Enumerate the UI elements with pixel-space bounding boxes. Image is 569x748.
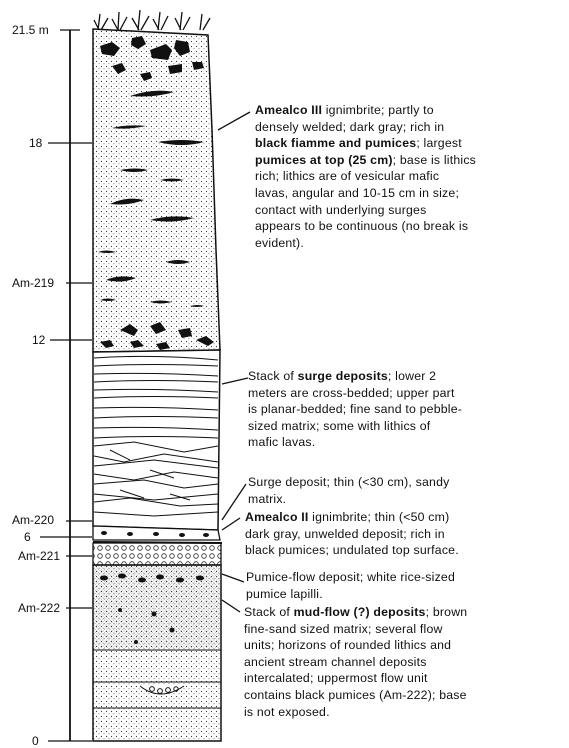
description-thin-surge: Surge deposit; thin (<30 cm), sandy matr… (248, 474, 449, 507)
desc-line: rich; lithics are of vesicular mafic (255, 168, 476, 185)
desc-bold: black fiamme and pumices (255, 136, 416, 150)
scale-label-6: 6 (24, 530, 31, 544)
scale-axis (40, 30, 92, 741)
desc-line: intercalated; uppermost flow unit (244, 670, 467, 687)
desc-line: ancient stream channel deposits (244, 654, 467, 671)
description-amealco-iii: Amealco III ignimbrite; partly to densel… (255, 102, 476, 251)
desc-line: contains black pumices (Am-222); base (244, 687, 467, 704)
desc-line: is not exposed. (244, 704, 467, 721)
sample-label-am221: Am-221 (18, 549, 60, 563)
scale-label-12: 12 (32, 333, 45, 347)
desc-bold: pumices at top (25 cm) (255, 153, 393, 167)
desc-line: units; horizons of rounded lithics and (244, 637, 467, 654)
amealco-iii-title: Amealco III (255, 103, 322, 117)
desc-text: ; base is lithics (393, 153, 476, 167)
desc-line: dark gray, unwelded deposit; rich in (245, 526, 459, 543)
description-mudflow: Stack of mud-flow (?) deposits; brown fi… (244, 604, 467, 720)
desc-line: pumice lapilli. (246, 586, 455, 603)
desc-line: matrix. (248, 491, 449, 508)
amealco-ii-title: Amealco II (245, 510, 309, 524)
description-pumice-flow: Pumice-flow deposit; white rice-sized pu… (246, 569, 455, 602)
desc-line: lavas, angular and 10-15 cm in size; (255, 185, 476, 202)
desc-line: mafic lavas. (248, 434, 462, 451)
surge-deposits-layer (93, 350, 220, 530)
desc-text: ; lower 2 (388, 369, 436, 383)
desc-line: contact with underlying surges (255, 202, 476, 219)
desc-line: Pumice-flow deposit; white rice-sized (246, 569, 455, 586)
amealco-iii-layer (93, 29, 220, 352)
desc-text: ; brown (426, 605, 468, 619)
desc-line: is planar-bedded; fine sand to pebble- (248, 401, 462, 418)
sample-label-am222: Am-222 (18, 601, 60, 615)
desc-line: meters are cross-bedded; upper part (248, 385, 462, 402)
desc-text: ; largest (416, 136, 462, 150)
mudflow-title: mud-flow (?) deposits (294, 605, 426, 619)
desc-line: evident). (255, 235, 476, 252)
desc-line: black pumices; undulated top surface. (245, 542, 459, 559)
desc-line: sized matrix; some with lithics of (248, 418, 462, 435)
surge-deposits-title: surge deposits (298, 369, 388, 383)
pumice-flow-layer (93, 543, 221, 565)
mudflow-layer (93, 565, 221, 741)
sample-label-am219: Am-219 (12, 276, 54, 290)
desc-line: fine-sand sized matrix; several flow (244, 621, 467, 638)
description-surge-stack: Stack of surge deposits; lower 2 meters … (248, 368, 462, 451)
description-amealco-ii: Amealco II ignimbrite; thin (<50 cm) dar… (245, 509, 459, 559)
desc-line: densely welded; dark gray; rich in (255, 119, 476, 136)
scale-label-18: 18 (29, 136, 42, 150)
scale-label-21-5m: 21.5 m (12, 23, 49, 37)
desc-text: ignimbrite; thin (<50 cm) (309, 510, 450, 524)
sample-label-am220: Am-220 (12, 513, 54, 527)
desc-text: Stack of (248, 369, 298, 383)
desc-text: Stack of (244, 605, 294, 619)
desc-line: Surge deposit; thin (<30 cm), sandy (248, 474, 449, 491)
desc-line: appears to be continuous (no break is (255, 218, 476, 235)
desc-text: ignimbrite; partly to (322, 103, 434, 117)
grass-tufts (94, 10, 210, 30)
